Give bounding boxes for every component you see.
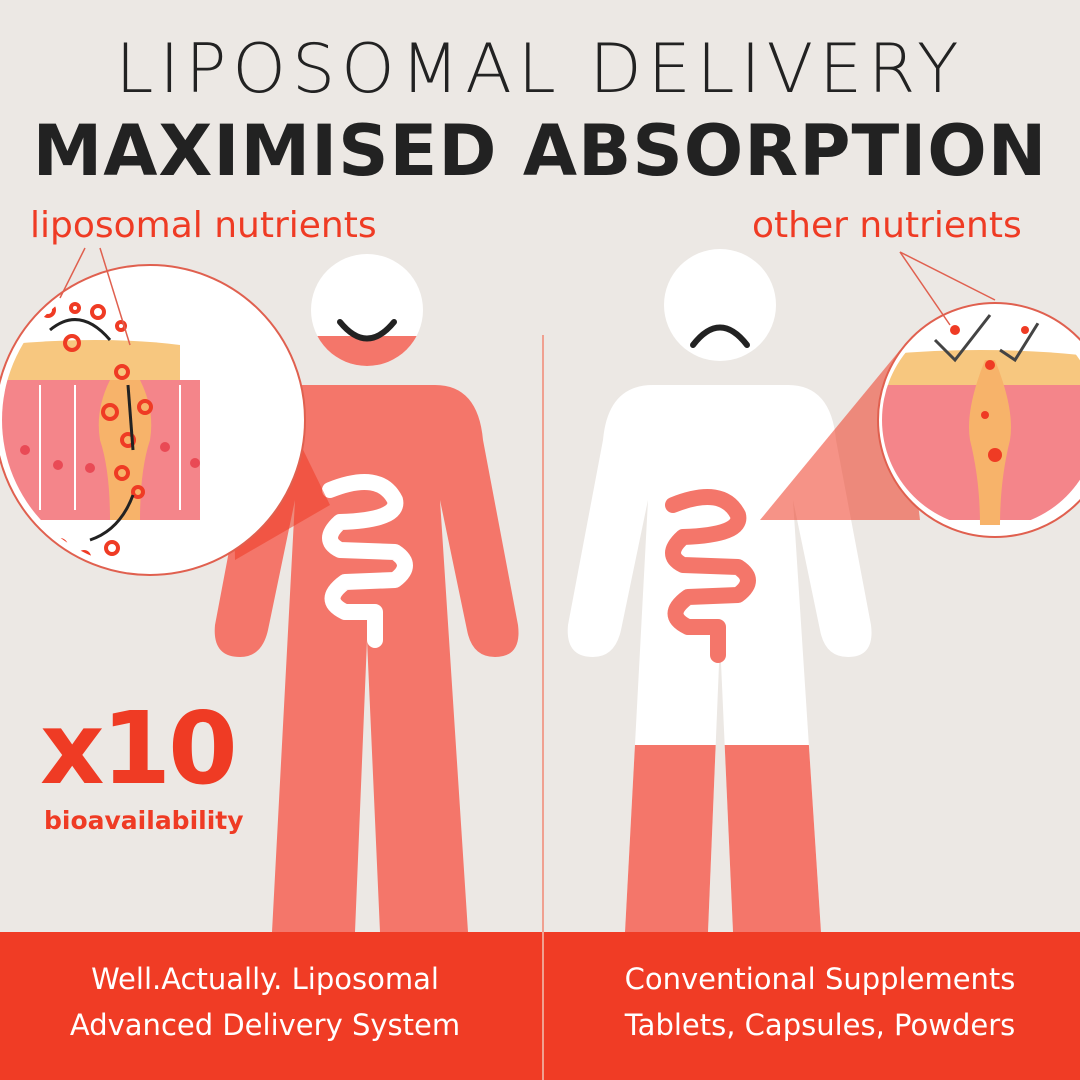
arrow-icon [933,314,992,363]
left-figure [214,254,519,932]
arrow-icon [89,494,135,542]
multiplier: x10 [40,690,238,807]
title-line-2: MAXIMISED ABSORPTION [32,110,1048,192]
caption-band [0,932,1080,1080]
zoom-cone-right [760,350,920,520]
left-caption-line-1: Well.Actually. Liposomal [91,962,439,996]
left-magnifier [0,247,306,576]
arrow-icon [999,319,1042,363]
right-caption-line-2: Tablets, Capsules, Powders [624,1008,1016,1042]
right-figure [567,249,872,932]
left-caption: Well.Actually. Liposomal Advanced Delive… [30,956,500,1048]
other-nutrients-label: other nutrients [752,205,1022,246]
left-caption-line-2: Advanced Delivery System [69,1008,461,1042]
title-line-1: LIPOSOMAL DELIVERY [115,30,965,109]
right-caption: Conventional Supplements Tablets, Capsul… [585,956,1055,1048]
frown-icon [690,324,750,348]
multiplier-caption: bioavailability [44,806,244,835]
smile-icon [337,319,397,342]
right-caption-line-1: Conventional Supplements [624,962,1016,996]
right-magnifier [877,251,1080,538]
arrow-icon [49,318,112,341]
arrow-icon [126,384,135,451]
liposomal-nutrients-label: liposomal nutrients [30,205,377,246]
